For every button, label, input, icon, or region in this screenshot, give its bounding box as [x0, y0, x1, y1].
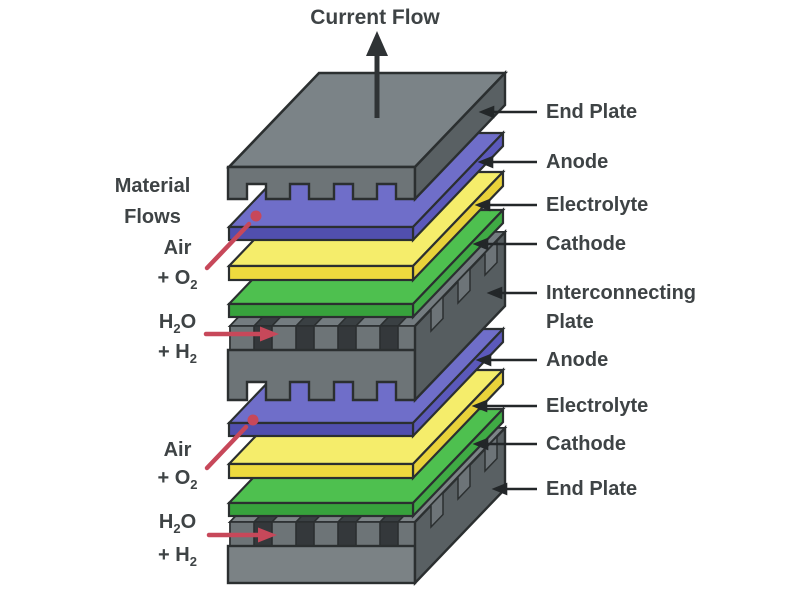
connector-interconnecting-plate — [486, 286, 537, 300]
label-connectors — [471, 105, 537, 496]
electrolyte-2-front-face — [227, 462, 415, 480]
end-plate-top-side-face — [413, 70, 507, 202]
end-plate-top — [225, 70, 509, 202]
anode-2-front-face — [227, 421, 415, 438]
o2-label-upper: + O2 — [157, 267, 198, 292]
h2o-label-lower: H2O — [158, 511, 197, 536]
electrolyte-1-front-face — [227, 264, 415, 282]
connector-electrolyte-2 — [471, 399, 537, 413]
connector-end-plate-1 — [478, 105, 537, 119]
current-flow-label: Current Flow — [310, 6, 440, 29]
material-flows-line1: Material — [114, 175, 191, 197]
interconnect-rib-fronts — [229, 325, 416, 351]
label-interconnecting-plate: Interconnecting Plate — [546, 279, 696, 337]
label-anode-1: Anode — [546, 151, 609, 173]
anode-1-front-face — [227, 225, 415, 242]
label-electrolyte-2: Electrolyte — [546, 395, 649, 417]
connector-end-plate-2 — [491, 482, 537, 496]
label-cathode-2: Cathode — [546, 433, 626, 455]
cathode-2-front-face — [227, 501, 415, 518]
o2-label-lower: + O2 — [157, 467, 198, 492]
interconnect-side-rib-ends — [430, 238, 498, 333]
material-flows-line2: Flows — [124, 206, 181, 228]
connector-anode-2 — [475, 353, 537, 367]
interconnect-side-face — [413, 229, 507, 403]
current-flow-arrow — [366, 31, 388, 118]
end-plate-top-front-face-teeth — [226, 165, 417, 201]
air-o2-arrow-upper — [204, 210, 262, 271]
cathode-1-front-face — [227, 302, 415, 319]
air-o2-arrow-lower — [204, 414, 259, 471]
air-label-lower: Air — [163, 439, 192, 461]
label-electrolyte-1: Electrolyte — [546, 194, 649, 216]
air-label-upper: Air — [163, 237, 192, 259]
current-flow-arrowhead — [366, 31, 388, 56]
interconnecting-plate-line2: Plate — [546, 311, 594, 333]
connector-anode-1 — [477, 155, 537, 169]
label-anode-2: Anode — [546, 349, 609, 371]
h2-label-upper: + H2 — [158, 341, 197, 366]
label-end-plate-1: End Plate — [546, 101, 638, 123]
connector-electrolyte-1 — [474, 198, 537, 212]
label-cathode-1: Cathode — [546, 233, 626, 255]
connector-cathode-1 — [472, 237, 537, 251]
interconnect-front-face-teeth — [226, 348, 417, 402]
label-end-plate-2: End Plate — [546, 478, 638, 500]
h2o-label-upper: H2O — [158, 311, 197, 336]
material-flows-label: Material Flows — [95, 171, 210, 233]
h2o-h2-arrow-lower — [206, 527, 277, 543]
h2-label-lower: + H2 — [158, 544, 197, 569]
material-flow-arrows — [203, 210, 279, 543]
interconnecting-plate-line1: Interconnecting — [546, 282, 697, 304]
connector-cathode-2 — [472, 437, 537, 451]
end-plate-bottom-front-face — [226, 544, 417, 585]
h2o-h2-arrow-upper — [203, 326, 279, 342]
